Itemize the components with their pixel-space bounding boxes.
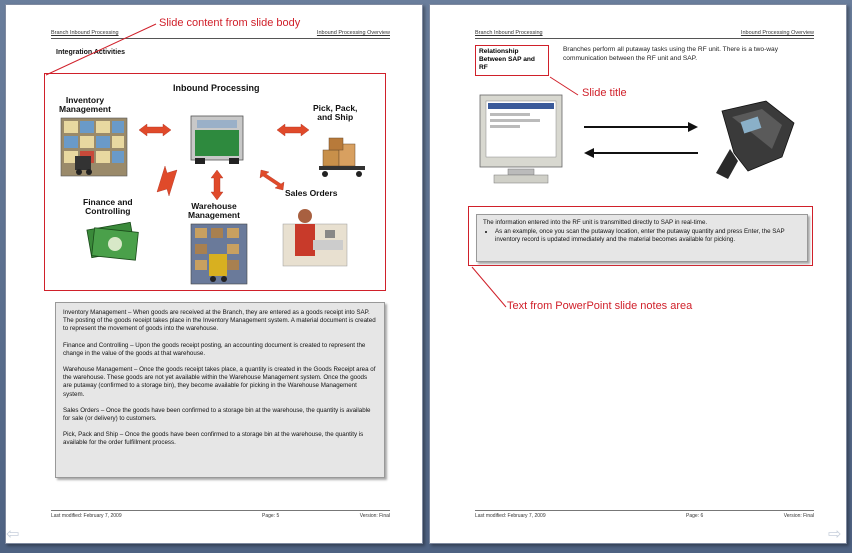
warehouse-forklift-icon bbox=[190, 223, 248, 285]
note-paragraph: Sales Orders – Once the goods have been … bbox=[63, 406, 371, 422]
callout-leader-line bbox=[45, 23, 157, 76]
footer-modified: Last modified: February 7, 2009 bbox=[51, 513, 122, 519]
note-paragraph: Pick, Pack and Ship – Once the goods hav… bbox=[63, 431, 364, 447]
slide-notes-box: The information entered into the RF unit… bbox=[476, 214, 808, 262]
page-6[interactable]: Branch Inbound Processing Inbound Proces… bbox=[429, 4, 847, 544]
label-sales-orders: Sales Orders bbox=[285, 188, 338, 198]
computer-monitor-icon bbox=[479, 94, 563, 184]
page-header: Branch Inbound Processing Inbound Proces… bbox=[51, 30, 390, 39]
shipping-cart-icon bbox=[319, 137, 365, 177]
flow-arrows bbox=[138, 123, 310, 201]
footer-version: Version: Final bbox=[359, 513, 390, 519]
arrow-truck-pickpack bbox=[276, 123, 310, 137]
notes-highlight-box bbox=[468, 206, 813, 266]
section-title: Integration Activities bbox=[56, 49, 125, 56]
slide-title-box: Relationship Between SAP and RF bbox=[475, 45, 549, 76]
page-5[interactable]: Branch Inbound Processing Inbound Proces… bbox=[5, 4, 423, 544]
callout-slide-content: Slide content from slide body bbox=[159, 17, 301, 29]
label-pick-pack-ship: Pick, Pack, and Ship bbox=[313, 103, 358, 123]
notes-intro: The information entered into the RF unit… bbox=[483, 219, 708, 226]
callout-title-leader bbox=[549, 76, 579, 96]
slide-notes-box: Inventory Management – When goods are re… bbox=[55, 302, 385, 478]
slide-graphics bbox=[479, 76, 795, 184]
money-bills-icon bbox=[86, 221, 139, 261]
footer-version: Version: Final bbox=[783, 513, 814, 519]
arrow-truck-sales bbox=[259, 169, 285, 191]
slide-content-box: Inbound Processing Inventory Management … bbox=[44, 73, 386, 291]
footer-page: Page: 5 bbox=[262, 513, 280, 519]
label-finance-controlling: Finance and Controlling bbox=[83, 197, 133, 217]
previous-page-icon[interactable]: ⇦ bbox=[6, 526, 20, 543]
header-left: Branch Inbound Processing bbox=[51, 30, 119, 36]
rf-scanner-icon bbox=[716, 100, 795, 179]
arrow-truck-finance bbox=[156, 165, 178, 197]
footer-page: Page: 6 bbox=[686, 513, 704, 519]
slide-body-text: Branches perform all putaway tasks using… bbox=[563, 46, 779, 62]
notes-bullet: As an example, once you scan the putaway… bbox=[495, 228, 801, 244]
note-paragraph: Inventory Management – When goods are re… bbox=[63, 309, 376, 333]
label-inventory-management: Inventory Management bbox=[59, 95, 111, 115]
note-paragraph: Warehouse Management – Once the goods re… bbox=[63, 365, 376, 398]
callout-notes-area: Text from PowerPoint slide notes area bbox=[507, 300, 693, 312]
delivery-truck-icon bbox=[190, 115, 244, 164]
page-footer: Last modified: February 7, 2009 Page: 5 … bbox=[51, 510, 390, 519]
header-right: Inbound Processing Overview bbox=[316, 30, 390, 36]
slide-graphics bbox=[60, 115, 365, 285]
sales-clerk-icon bbox=[282, 209, 348, 267]
next-page-icon[interactable]: ⇨ bbox=[828, 526, 842, 543]
callout-notes-leader bbox=[471, 266, 507, 308]
header-right: Inbound Processing Overview bbox=[740, 30, 814, 36]
arrow-truck-warehouse bbox=[210, 169, 224, 201]
page-footer: Last modified: February 7, 2009 Page: 6 … bbox=[475, 510, 814, 519]
inventory-shelves-icon bbox=[60, 117, 128, 177]
slide-title: Inbound Processing bbox=[173, 83, 260, 93]
label-warehouse-management: Warehouse Management bbox=[188, 201, 240, 221]
header-left: Branch Inbound Processing bbox=[475, 30, 543, 36]
page-header: Branch Inbound Processing Inbound Proces… bbox=[475, 30, 814, 39]
callout-slide-title: Slide title bbox=[582, 87, 627, 99]
footer-modified: Last modified: February 7, 2009 bbox=[475, 513, 546, 519]
arrow-inventory-truck bbox=[138, 123, 172, 137]
note-paragraph: Finance and Controlling – Upon the goods… bbox=[63, 341, 366, 357]
